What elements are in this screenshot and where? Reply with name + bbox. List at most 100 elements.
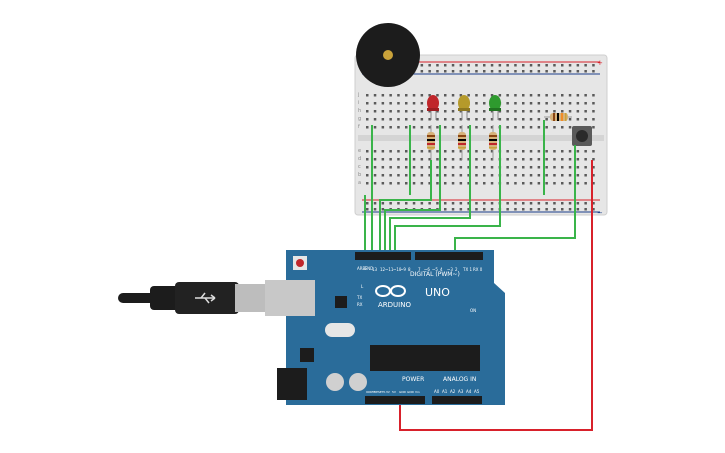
- bb-hole: [529, 70, 533, 73]
- push-button[interactable]: [572, 126, 592, 146]
- bb-hole: [483, 158, 486, 161]
- bb-hole: [522, 182, 525, 185]
- bb-hole: [373, 202, 377, 205]
- bb-hole: [389, 118, 392, 121]
- bb-hole: [522, 118, 525, 121]
- bb-hole: [568, 174, 572, 177]
- bb-hole: [373, 110, 377, 113]
- bb-hole: [537, 166, 541, 169]
- bb-hole: [514, 158, 517, 161]
- resistor-button[interactable]: [544, 113, 572, 121]
- analog-pin-labels: A0 A1 A2 A3 A4 A5: [434, 389, 480, 394]
- bb-hole: [529, 166, 533, 169]
- bb-hole: [514, 166, 517, 169]
- bb-hole: [561, 158, 564, 161]
- bb-hole: [366, 110, 369, 113]
- digital-pin-labels: 13 12 ~11 ~10 ~9 8 7 ~6 ~5 4 ~3 2 TX 1 R…: [372, 267, 483, 272]
- bb-hole: [373, 118, 377, 121]
- bb-hole: [373, 94, 377, 97]
- bb-hole: [467, 202, 470, 205]
- bb-hole: [522, 102, 525, 105]
- arduino-uno[interactable]: ARDUINO UNO DIGITAL (PWM~) AREF GND L TX…: [265, 250, 505, 405]
- red-led[interactable]: [427, 95, 439, 120]
- bb-hole: [537, 158, 541, 161]
- svg-text:c: c: [358, 164, 361, 170]
- bb-hole: [405, 102, 408, 105]
- bb-hole: [545, 118, 548, 121]
- bb-hole: [366, 94, 369, 97]
- bb-hole: [514, 126, 517, 129]
- resistor-yellow[interactable]: [458, 125, 466, 160]
- resistor-red[interactable]: [427, 125, 435, 160]
- yellow-led[interactable]: [458, 95, 470, 120]
- bb-hole: [475, 202, 478, 205]
- tx-label: TX: [356, 295, 362, 300]
- bb-hole: [397, 102, 400, 105]
- bb-hole: [490, 70, 494, 73]
- bb-hole: [592, 174, 595, 177]
- bb-hole: [592, 126, 595, 129]
- svg-text:g: g: [358, 116, 361, 122]
- bb-hole: [483, 110, 486, 113]
- bb-hole: [459, 174, 463, 177]
- bb-hole: [561, 94, 564, 97]
- bb-hole: [475, 208, 478, 211]
- bb-hole: [529, 202, 533, 205]
- bb-hole: [475, 118, 478, 121]
- bb-hole: [444, 118, 447, 121]
- bb-hole: [397, 182, 400, 185]
- bb-hole: [436, 166, 439, 169]
- bb-hole: [537, 118, 541, 121]
- bb-hole: [420, 150, 424, 153]
- bb-hole: [576, 110, 580, 113]
- bb-hole: [545, 150, 548, 153]
- bb-hole: [366, 150, 369, 153]
- svg-text:j: j: [357, 92, 359, 98]
- bb-hole: [459, 94, 463, 97]
- bb-hole: [420, 202, 424, 205]
- bb-hole: [381, 118, 385, 121]
- bb-hole: [537, 208, 541, 211]
- bb-hole: [568, 118, 572, 121]
- svg-text:~9: ~9: [400, 267, 406, 272]
- bb-hole: [475, 150, 478, 153]
- bb-hole: [444, 102, 447, 105]
- bb-hole: [451, 70, 455, 73]
- bb-hole: [412, 158, 416, 161]
- bb-hole: [537, 150, 541, 153]
- bb-hole: [592, 208, 595, 211]
- bb-hole: [584, 182, 587, 185]
- resistor-green[interactable]: [489, 125, 497, 160]
- bb-hole: [381, 174, 385, 177]
- bb-hole: [428, 174, 431, 177]
- bb-hole: [506, 118, 509, 121]
- bb-hole: [561, 110, 564, 113]
- bb-hole: [428, 166, 431, 169]
- svg-text:f: f: [358, 124, 360, 130]
- bb-hole: [451, 118, 455, 121]
- usb-cable[interactable]: [118, 282, 265, 314]
- l-label: L: [361, 284, 364, 289]
- bb-hole: [381, 166, 385, 169]
- piezo-buzzer[interactable]: [356, 23, 420, 87]
- bb-plus-top: +: [597, 59, 603, 67]
- bb-hole: [397, 118, 400, 121]
- bb-hole: [366, 174, 369, 177]
- svg-text:8: 8: [408, 267, 411, 272]
- on-label: ON: [470, 308, 476, 313]
- bb-hole: [490, 150, 494, 153]
- bb-hole: [412, 102, 416, 105]
- bb-hole: [444, 202, 447, 205]
- bb-hole: [373, 182, 377, 185]
- bb-hole: [506, 202, 509, 205]
- bb-hole: [584, 64, 587, 67]
- bb-hole: [467, 166, 470, 169]
- svg-text:5V: 5V: [392, 390, 397, 394]
- svg-text:A1: A1: [442, 389, 448, 394]
- bb-hole: [467, 70, 470, 73]
- bb-hole: [537, 64, 541, 67]
- green-led[interactable]: [489, 95, 501, 120]
- bb-hole: [381, 158, 385, 161]
- bb-hole: [545, 126, 548, 129]
- bb-hole: [381, 150, 385, 153]
